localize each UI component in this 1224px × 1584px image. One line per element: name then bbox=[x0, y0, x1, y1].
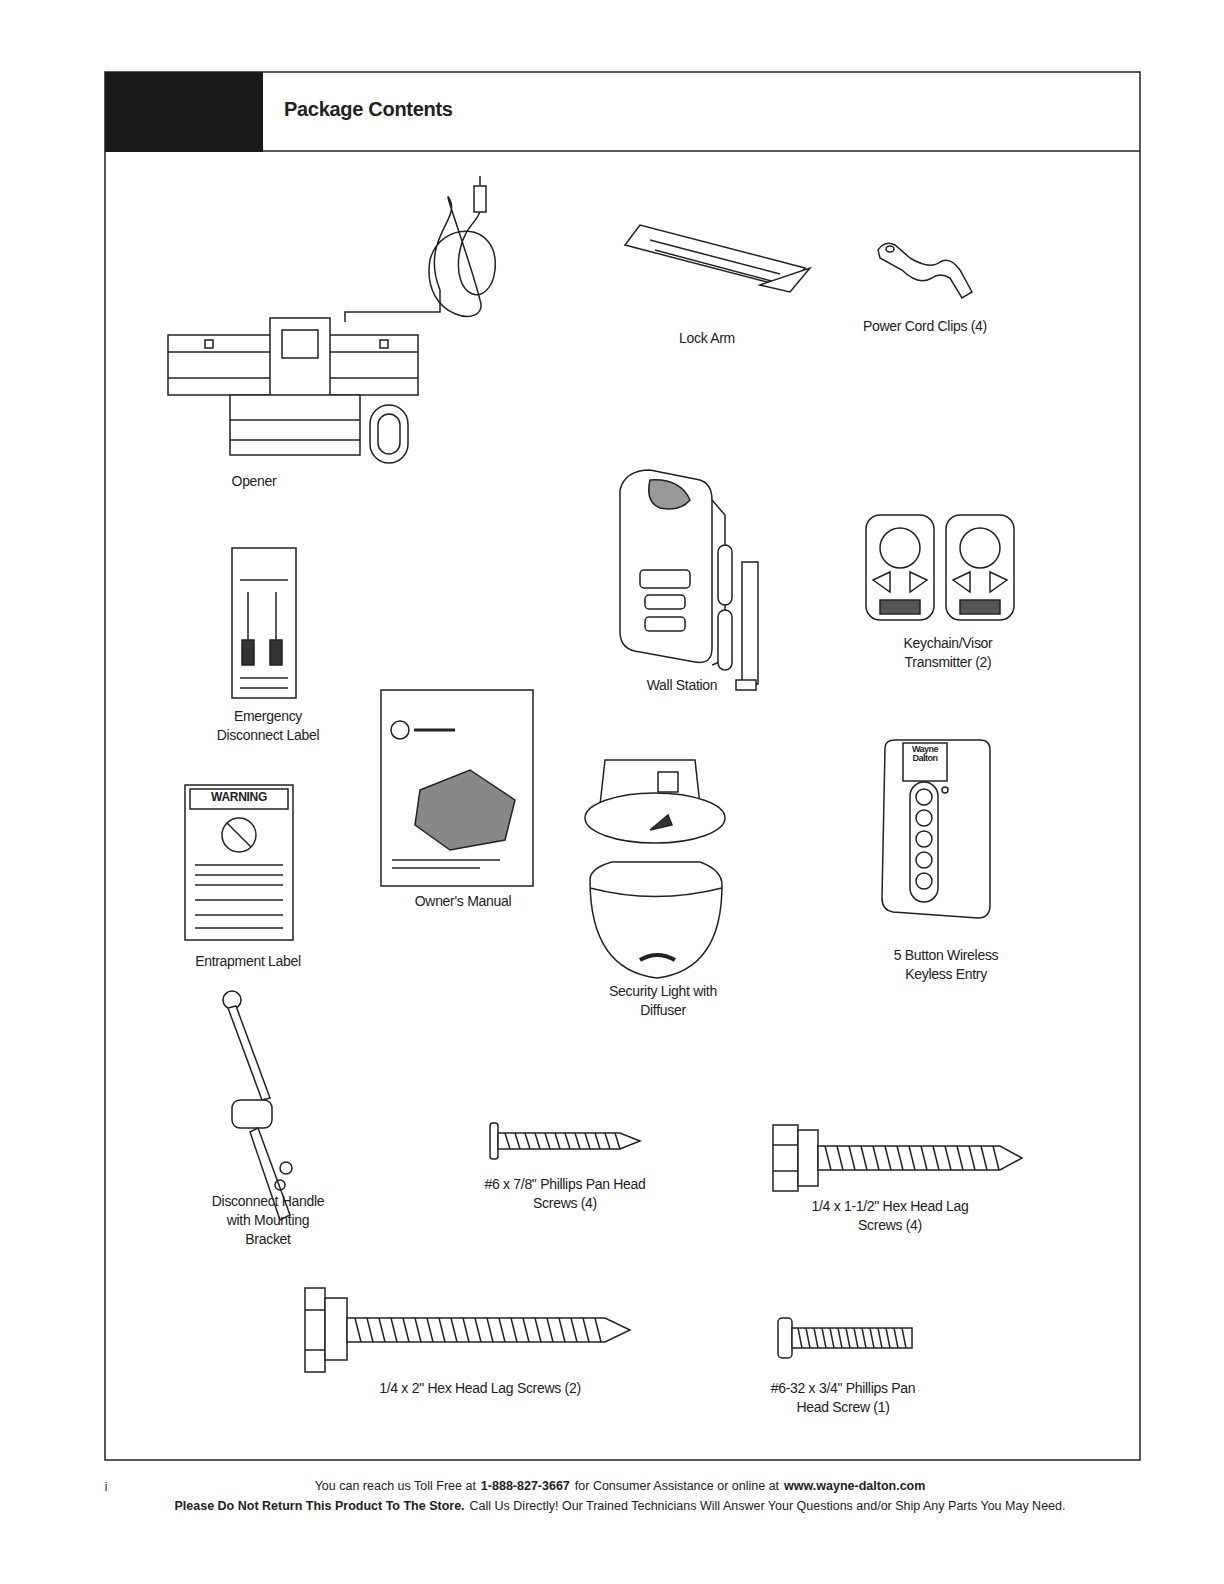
part-name: 5 Button Wireless Keyless Entry bbox=[876, 946, 1016, 984]
part-name: Lock Arm bbox=[647, 329, 767, 348]
footer-text: Call Us Directly! Our Trained Technician… bbox=[470, 1499, 1066, 1513]
page-number: i bbox=[99, 1479, 113, 1495]
part-name: Entrapment Label bbox=[178, 952, 318, 971]
footer-line: Please Do Not Return This Product To The… bbox=[100, 1499, 1140, 1513]
footer-text: Please Do Not Return This Product To The… bbox=[175, 1499, 465, 1513]
part-name: #6 x 7/8" Phillips Pan Head Screws (4) bbox=[480, 1175, 650, 1213]
footer-line: You can reach us Toll Free at 1-888-827-3… bbox=[100, 1479, 1140, 1493]
printed-mark: WARNING bbox=[191, 790, 287, 804]
part-name: Wall Station bbox=[622, 676, 742, 695]
part-name: Power Cord Clips (4) bbox=[860, 317, 990, 336]
part-name: #6-32 x 3/4" Phillips Pan Head Screw (1) bbox=[763, 1379, 923, 1417]
footer-text: 1-888-827-3667 bbox=[481, 1479, 570, 1493]
footer-text: www.wayne-dalton.com bbox=[784, 1479, 925, 1493]
part-name: Opener bbox=[204, 472, 304, 491]
part-name: Keychain/Visor Transmitter (2) bbox=[883, 634, 1013, 672]
part-name: Security Light with Diffuser bbox=[598, 982, 728, 1020]
printed-mark: Wayne Dalton bbox=[904, 745, 946, 764]
part-name: Disconnect Handle with Mounting Bracket bbox=[206, 1192, 331, 1249]
part-name: 1/4 x 2" Hex Head Lag Screws (2) bbox=[330, 1379, 630, 1398]
part-name: 1/4 x 1-1/2" Hex Head Lag Screws (4) bbox=[795, 1197, 985, 1235]
page-title: Package Contents bbox=[284, 98, 453, 121]
part-name: Emergency Disconnect Label bbox=[206, 707, 331, 745]
footer-text: You can reach us Toll Free at bbox=[315, 1479, 476, 1493]
footer-text: for Consumer Assistance or online at bbox=[575, 1479, 779, 1493]
part-name: Owner's Manual bbox=[393, 892, 533, 911]
